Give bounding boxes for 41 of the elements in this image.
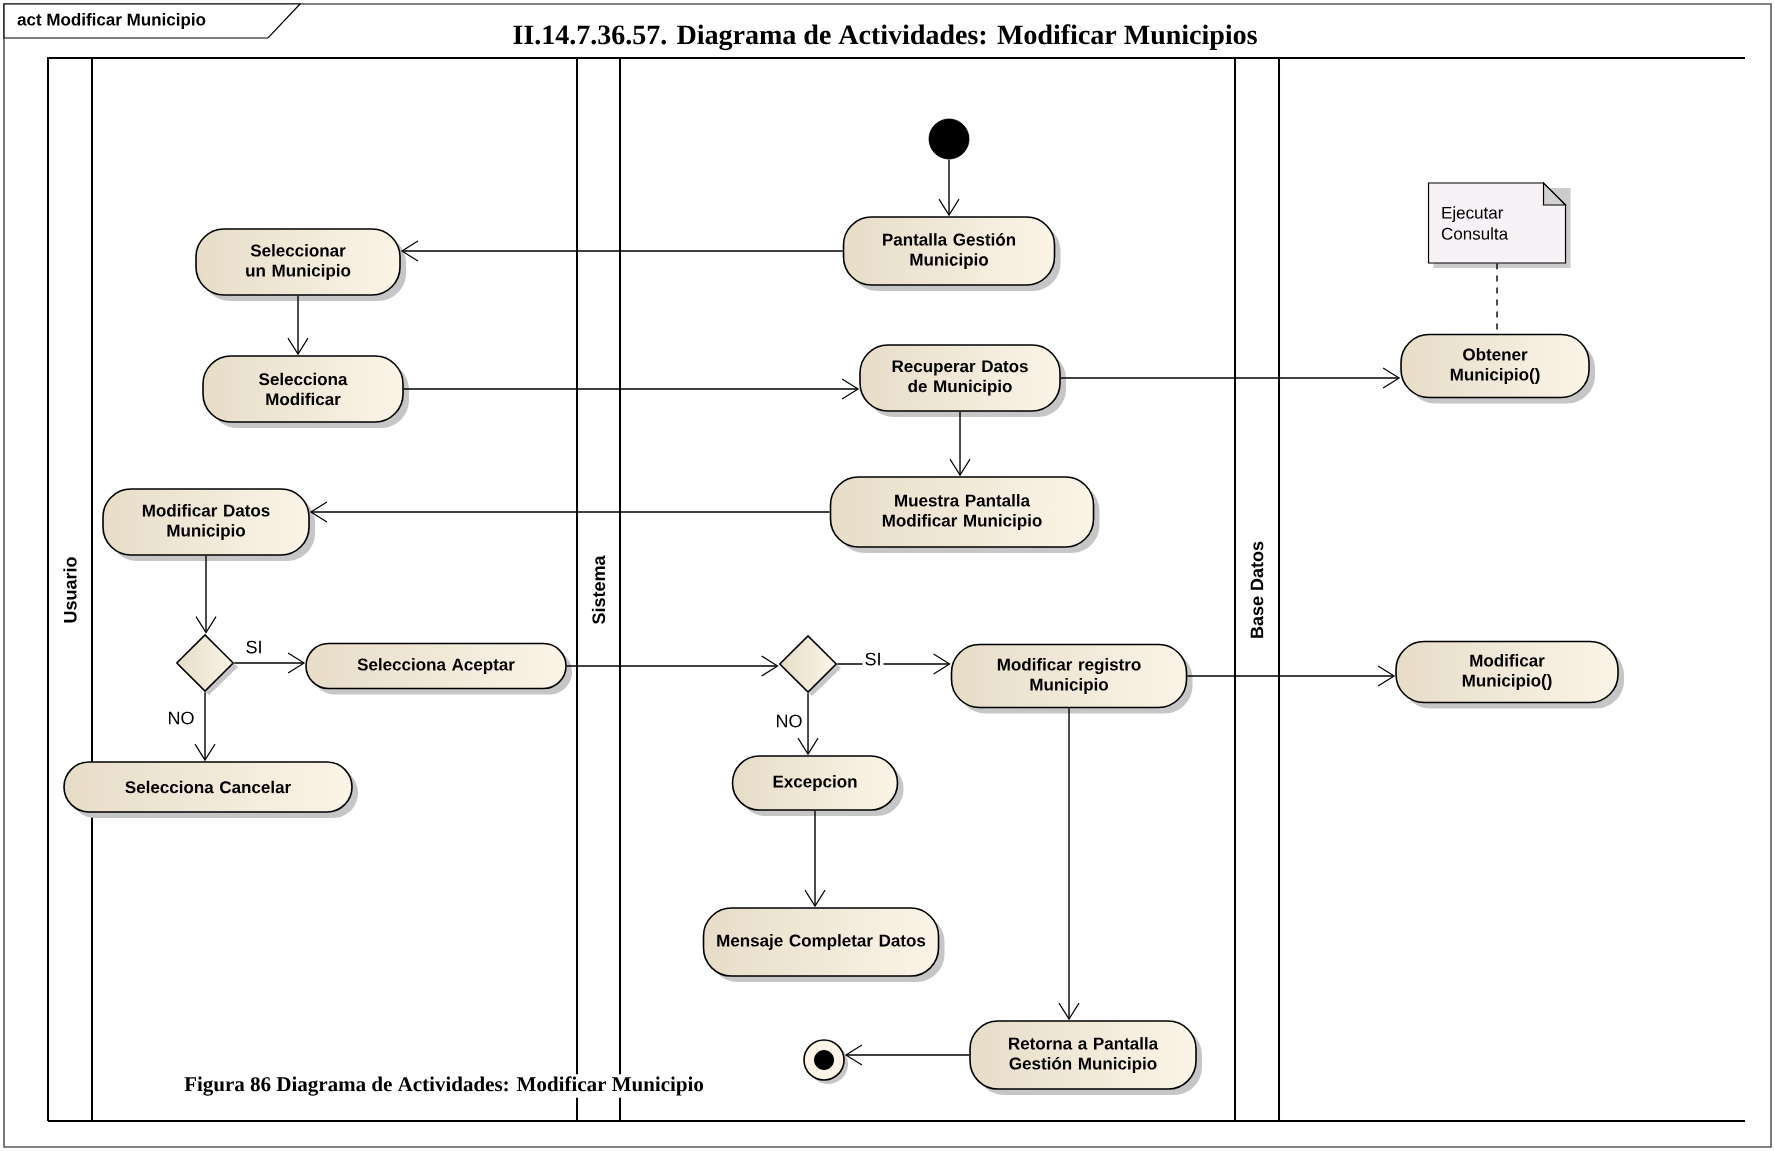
action-box: Modificar Municipio(): [1395, 640, 1624, 709]
arrow: [403, 378, 860, 400]
arrow: [287, 295, 309, 356]
decision-diamond: [778, 634, 841, 696]
arrow: [1058, 707, 1080, 1021]
arrow: [844, 1044, 970, 1066]
action-box: Selecciona Modificar: [202, 355, 409, 428]
action-box: Selecciona Cancelar: [63, 761, 358, 818]
edge-label: SI: [243, 638, 265, 656]
action-box: Pantalla Gestión Municipio: [842, 216, 1061, 291]
action-box: Modificar registro Municipio: [950, 643, 1193, 714]
action-box: Excepcion: [731, 755, 904, 816]
arrow: [566, 655, 779, 677]
edge-label: SI: [862, 650, 884, 668]
action-box: Mensaje Completar Datos: [702, 907, 945, 982]
action-box: Retorna a Pantalla Gestión Municipio: [969, 1020, 1202, 1095]
initial-node: [928, 118, 970, 160]
action-box: Modificar Datos Municipio: [102, 488, 315, 561]
caption: Figura 86 Diagrama de Actividades: Modificar Municipio: [182, 1074, 706, 1098]
arrow: [233, 652, 306, 674]
title: II.14.7.36.57. Diagrama de Actividades: Modificar Municipios: [513, 24, 1257, 51]
action-box: Obtener Municipio(): [1400, 333, 1596, 404]
action-box: Seleccionar un Municipio: [195, 228, 406, 301]
action-box: Muestra Pantalla Modificar Municipio: [829, 476, 1100, 553]
arrow: [804, 810, 826, 908]
arrow: [836, 653, 951, 675]
arrow: [1060, 367, 1401, 389]
arrow: [938, 158, 960, 217]
arrow: [797, 692, 819, 756]
final-node: [803, 1039, 848, 1084]
arrow: [194, 691, 216, 762]
arrow: [949, 411, 971, 477]
arrow: [400, 240, 844, 262]
edge-label: NO: [773, 712, 805, 730]
arrow: [195, 555, 217, 634]
arrow: [1186, 665, 1396, 687]
edge-label: NO: [165, 709, 197, 727]
arrow: [309, 501, 831, 523]
decision-diamond: [175, 633, 238, 695]
action-box: Recuperar Datos de Municipio: [859, 344, 1066, 417]
action-box: Selecciona Aceptar: [305, 642, 572, 695]
